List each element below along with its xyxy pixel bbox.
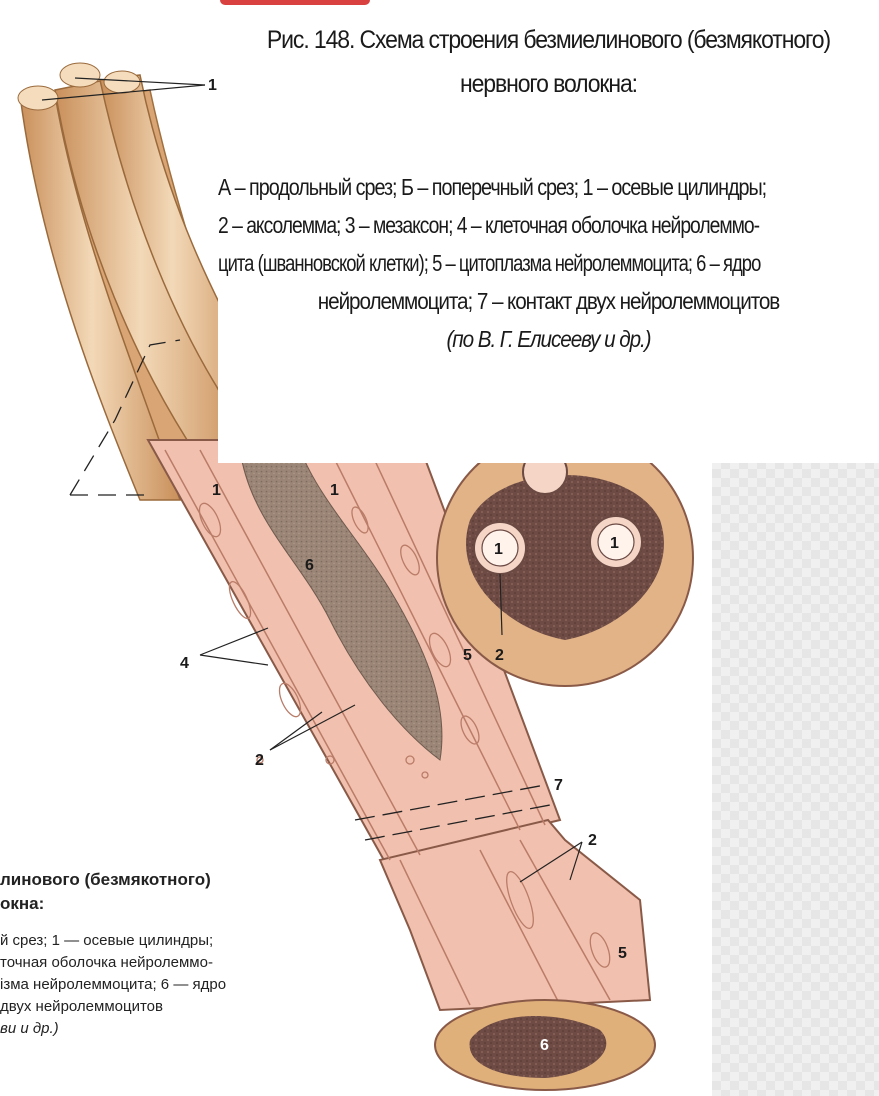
fragment-line-3: ізма нейролеммоцита; 6 — ядро <box>0 974 380 996</box>
fragment-title-2: окна: <box>0 892 380 916</box>
cross-section <box>437 430 693 686</box>
caption-line-3: цита (шванновской клетки); 5 – цитоплазм… <box>218 244 747 282</box>
figure-caption: Рис. 148. Схема строения безмиелинового … <box>218 8 879 463</box>
label-nucleus-b: 6 <box>540 1037 549 1054</box>
caption-line-1: А – продольный срез; Б – поперечный срез… <box>218 168 786 206</box>
label-axolemma-c: 2 <box>588 832 597 849</box>
label-contact: 7 <box>554 777 563 794</box>
label-axial-cylinders: 1 <box>208 77 217 94</box>
label-membrane: 4 <box>180 655 189 672</box>
label-nucleus: 6 <box>305 557 314 574</box>
fragment-title-1: линового (безмякотного) <box>0 868 380 892</box>
caption-title-line-2: нервного волокна: <box>244 62 852 106</box>
label-cross-1a: 1 <box>494 541 503 558</box>
fragment-line-2: точная оболочка нейролеммо- <box>0 952 380 974</box>
label-cytoplasm-a: 5 <box>463 647 472 664</box>
label-cross-1b: 1 <box>610 535 619 552</box>
caption-title: Рис. 148. Схема строения безмиелинового … <box>244 18 852 106</box>
fragment-line-1: й срез; 1 — осевые цилиндры; <box>0 930 380 952</box>
caption-fragment: линового (безмякотного) окна: й срез; 1 … <box>0 868 380 1040</box>
label-axolemma-b: 2 <box>495 647 504 664</box>
label-cytoplasm-b: 5 <box>618 945 627 962</box>
label-axial-1a: 1 <box>212 482 221 499</box>
caption-body: А – продольный срез; Б – поперечный срез… <box>218 168 879 358</box>
label-axial-1b: 1 <box>330 482 339 499</box>
fragment-line-4: двух нейролеммоцитов <box>0 996 380 1018</box>
fragment-credit: ви и др.) <box>0 1018 380 1040</box>
caption-credit: (по В. Г. Елисееву и др.) <box>251 320 846 358</box>
label-axolemma-a: 2 <box>255 752 264 769</box>
caption-title-line-1: Рис. 148. Схема строения безмиелинового … <box>244 18 852 62</box>
caption-line-4: нейролеммоцита; 7 – контакт двух нейроле… <box>251 282 846 320</box>
caption-line-2: 2 – аксолемма; 3 – мезаксон; 4 – клеточн… <box>218 206 773 244</box>
